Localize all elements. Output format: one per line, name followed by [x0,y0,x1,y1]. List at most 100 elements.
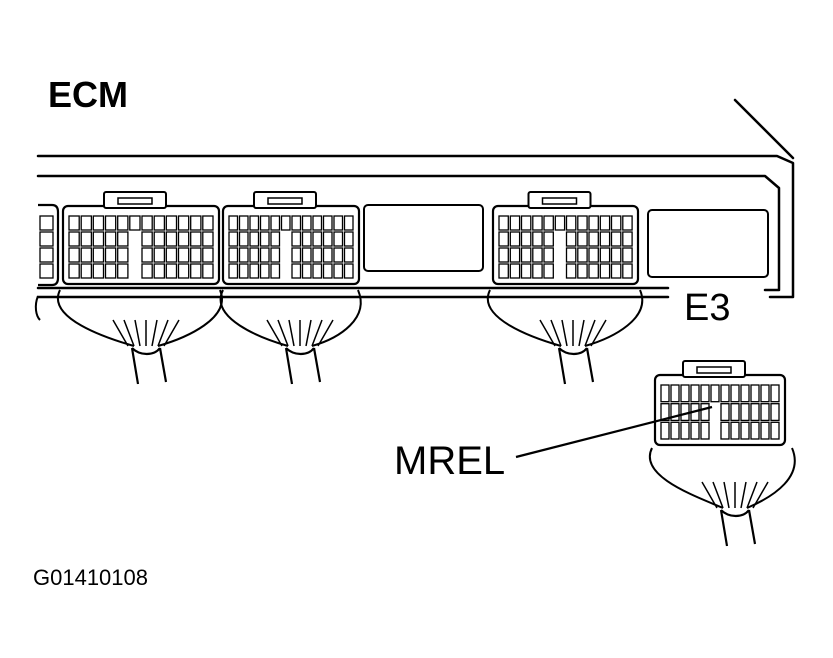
terminal-cavity [520,231,532,247]
terminal-cavity [301,247,312,263]
terminal-cavity [228,215,239,231]
terminal-cavity [333,231,344,247]
terminal-cavity [39,215,54,231]
terminal-cavity [660,384,670,403]
terminal-cavity [509,215,521,231]
terminal-cavity [80,247,93,263]
connector-shell [221,204,361,286]
terminal-cavity [249,247,260,263]
harness-sheath-right [311,289,362,347]
wire [163,319,180,347]
terminal-cavity [730,403,740,422]
terminal-cavity [532,231,543,247]
terminal-cavity [543,247,554,263]
terminal-cavity [177,263,190,279]
terminal-cavity [104,263,117,279]
terminal-cavity [565,231,577,247]
terminal-cavity [104,247,117,263]
terminal-cavity [291,215,302,231]
terminal-cavity [760,421,770,440]
blank-panel-1 [363,204,484,272]
harness-sheath-left [648,447,724,509]
terminal-cavity [312,263,323,279]
terminal-cavity [565,263,577,279]
terminal-cavity [322,263,333,279]
wire [752,481,769,509]
terminal-cavity [270,247,281,263]
terminal-cavity [509,247,521,263]
terminal-cavity [750,384,760,403]
wire [701,481,718,509]
terminal-cavity [165,231,178,247]
wire-bundle [719,509,757,547]
terminal-cavity [577,215,588,231]
terminal-cavity [291,263,302,279]
terminal-cavity [498,247,509,263]
terminal-cavity [165,247,178,263]
terminal-cavity [532,247,543,263]
harness-3 [486,289,644,385]
wire [317,319,334,347]
terminal-cavity [660,421,670,440]
wire [134,319,141,347]
wire [277,319,289,347]
mrel-leader-line [515,405,713,459]
connector-partial-left [34,203,60,321]
terminal-cavity [333,247,344,263]
connector-lock-slot [117,197,153,205]
terminal-cavity [228,263,239,279]
terminal-cavity [577,263,588,279]
terminal-cavity [343,215,354,231]
terminal-cavity [153,231,166,247]
terminal-cavity [333,215,344,231]
connector-lock-slot [696,366,732,374]
harness-1 [56,289,223,385]
terminal-cavity [177,247,190,263]
wire-bundle [284,347,322,385]
terminal-cavity [228,231,239,247]
ecm-title: ECM [48,74,128,115]
terminal-cavity [202,263,214,279]
terminal-cavity [153,247,166,263]
terminal-cavity [599,247,611,263]
connector-lock-slot [267,197,303,205]
wire [584,319,596,347]
terminal-cavity [39,263,54,279]
terminal-cavity [543,215,554,231]
wire [157,319,169,347]
connector-lock-tab [527,191,592,209]
terminal-cavity [92,231,105,247]
terminal-cavity [622,263,633,279]
terminal-cavity [565,215,577,231]
connector-e3-detail [653,360,787,447]
connector-lock-slot [541,197,578,205]
terminal-cavity [190,215,202,231]
terminal-cavity [291,231,302,247]
terminal-cavity [141,263,153,279]
terminal-cavity [104,215,117,231]
terminal-cavity [312,247,323,263]
terminal-cavity [690,384,700,403]
terminal-cavity [565,247,577,263]
terminal-cavity [165,263,178,279]
terminal-cavity [92,263,105,279]
terminal-cavity [588,231,599,247]
terminal-cavity [588,263,599,279]
terminal-cavity [622,247,633,263]
terminal-cavity [740,384,750,403]
wire [151,319,158,347]
blank-panel-2 [647,209,769,278]
harness-sheath-right [584,289,644,347]
terminal-cavity [710,384,720,403]
terminal-cavity [141,231,153,247]
terminal-cavity [92,215,105,231]
terminal-cavity [599,231,611,247]
terminal-cavity [750,403,760,422]
terminal-cavity [509,263,521,279]
terminal-cavity [520,263,532,279]
terminal-cavity [153,263,166,279]
terminal-cavity [599,215,611,231]
terminal-cavity [720,403,730,422]
terminal-cavity [740,403,750,422]
terminal-cavity [610,263,622,279]
